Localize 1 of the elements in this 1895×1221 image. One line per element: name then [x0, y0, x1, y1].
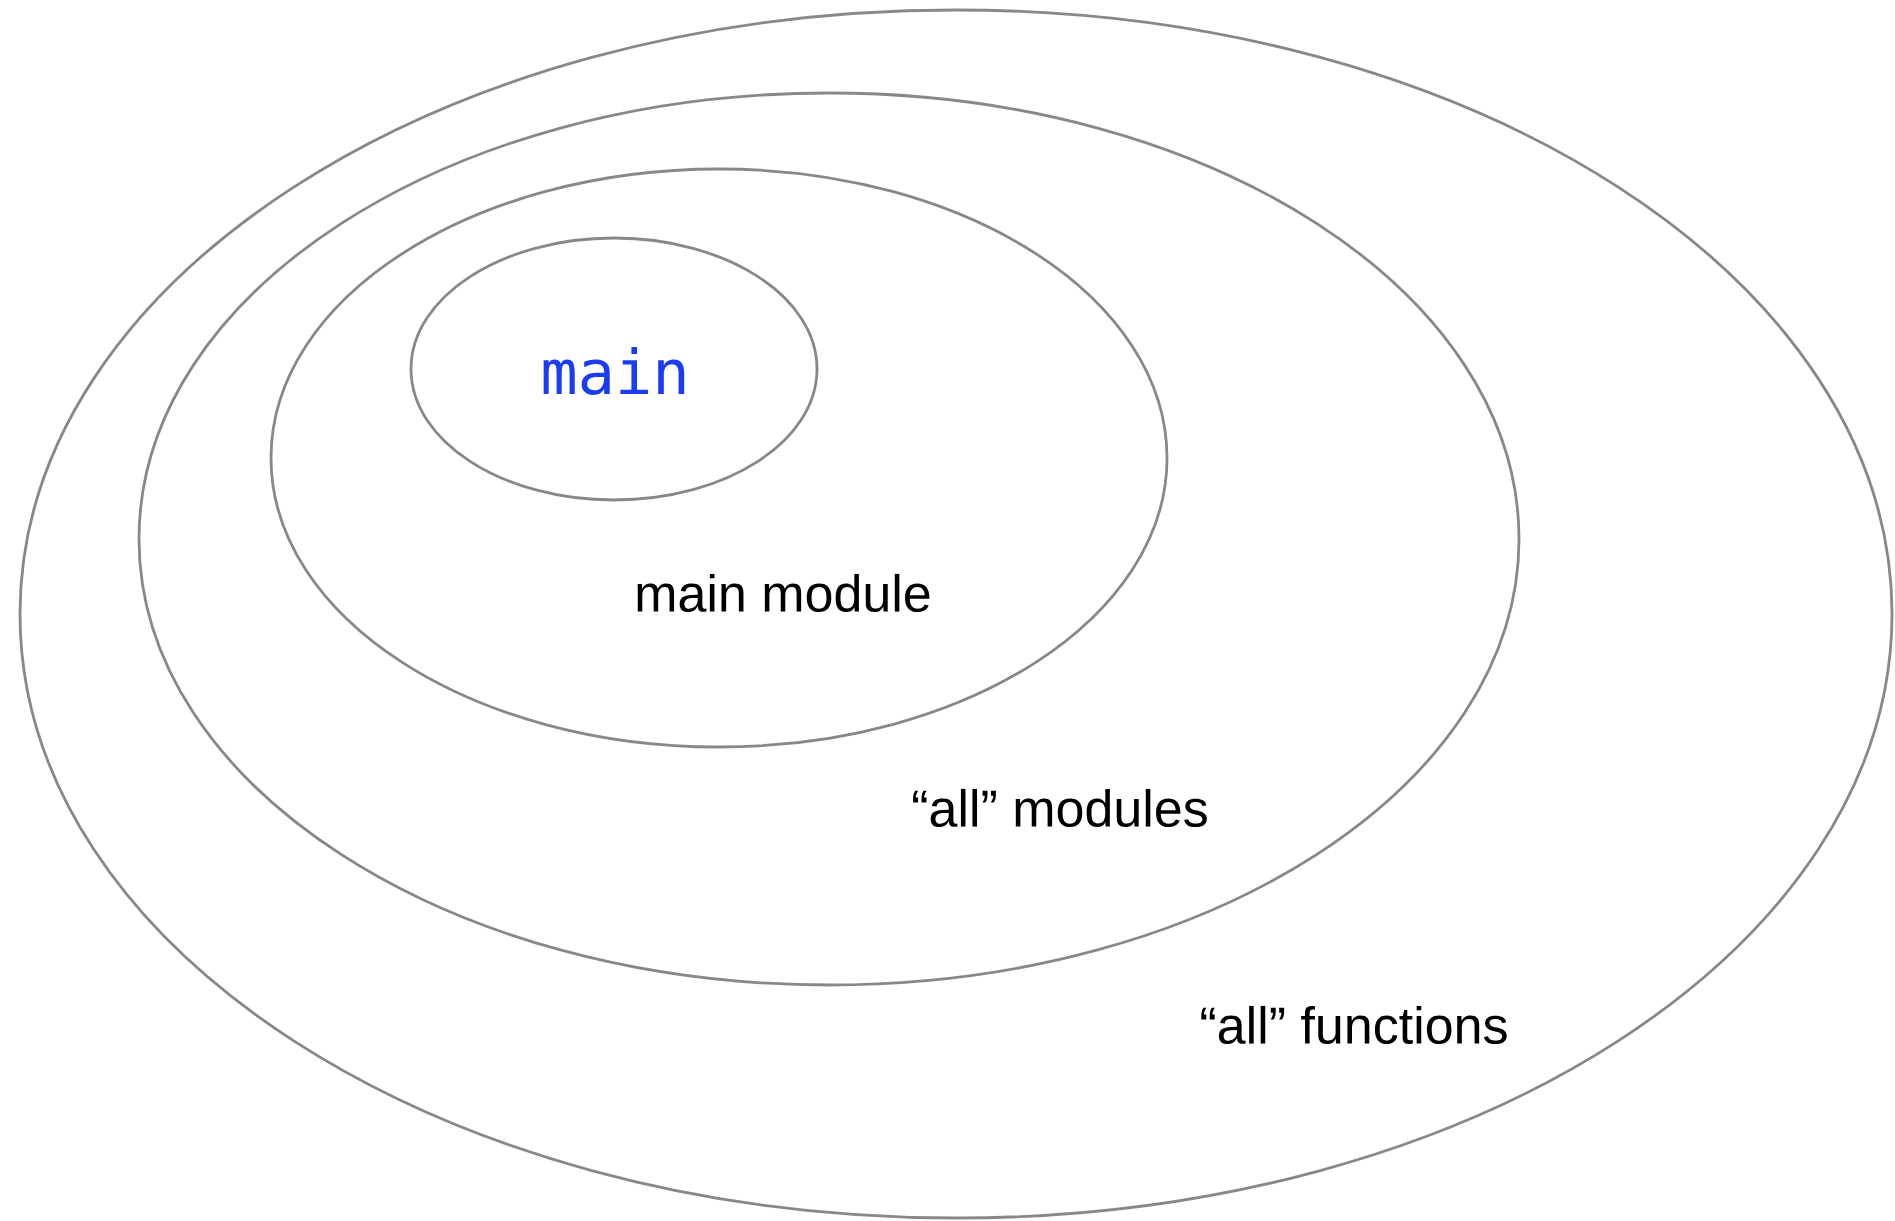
ellipse-region: main [409, 236, 819, 502]
